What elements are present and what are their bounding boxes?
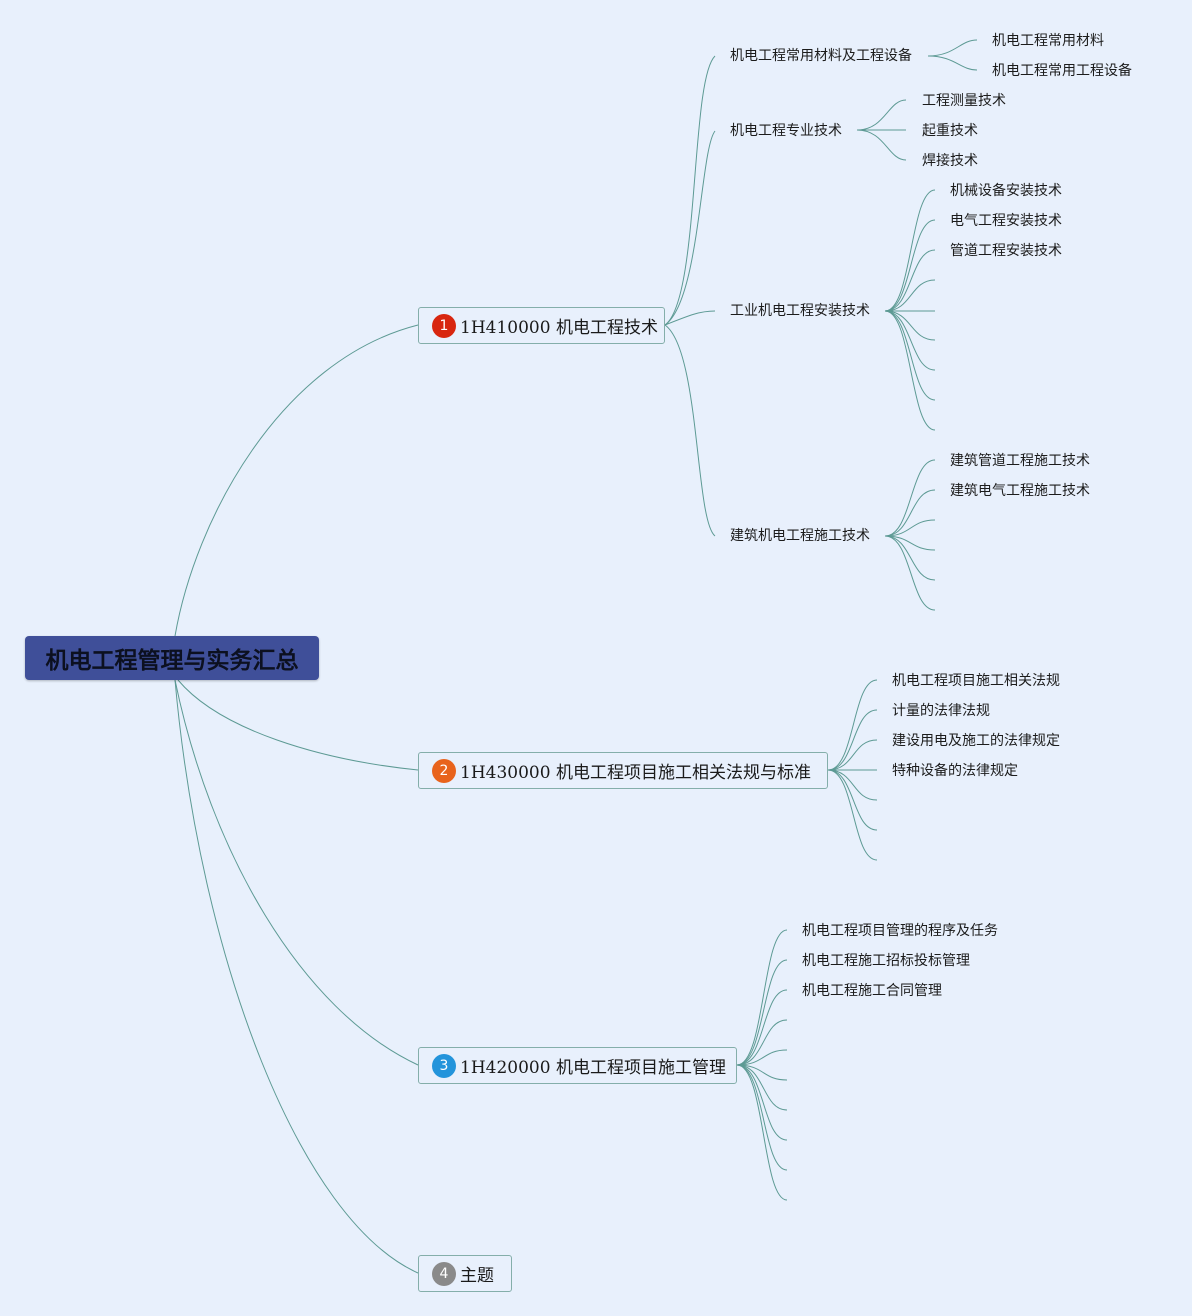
subtopic-item[interactable]: 机电工程项目施工相关法规 [892,673,1060,689]
subtopic-professional-tech[interactable]: 机电工程专业技术 [730,123,842,139]
subtopic-item[interactable]: 建筑电气工程施工技术 [950,483,1090,499]
link-t1-a [664,55,716,326]
subtopic-item[interactable]: 机电工程项目管理的程序及任务 [802,923,998,939]
link-t1-d [664,324,716,537]
main-topic-label: 1H430000 机电工程项目施工相关法规与标准 [460,763,811,783]
subtopic-building-construction[interactable]: 建筑机电工程施工技术 [730,528,870,544]
link-t1-b [664,130,716,326]
main-topic-1[interactable]: 1 1H410000 机电工程技术 [418,307,665,344]
subtopic-item[interactable]: 电气工程安装技术 [950,213,1062,229]
priority-1-badge-icon: 1 [432,313,456,338]
main-topic-label: 1H420000 机电工程项目施工管理 [460,1058,726,1078]
root-topic[interactable]: 机电工程管理与实务汇总 [25,636,319,680]
link-root-topic-2 [177,679,419,771]
link-root-topic-1 [174,324,419,637]
link-root-topic-4 [174,679,419,1274]
subtopic-item[interactable]: 机械设备安装技术 [950,183,1062,199]
priority-2-badge-icon: 2 [432,758,456,783]
main-topic-3[interactable]: 3 1H420000 机电工程项目施工管理 [418,1047,737,1084]
subtopic-item[interactable]: 计量的法律法规 [892,703,990,719]
link-t1-c [664,310,716,326]
subtopic-item[interactable]: 工程测量技术 [922,93,1006,109]
main-topic-2[interactable]: 2 1H430000 机电工程项目施工相关法规与标准 [418,752,828,789]
priority-3-badge-icon: 3 [432,1053,456,1078]
subtopic-item[interactable]: 机电工程施工合同管理 [802,983,942,999]
subtopic-item[interactable]: 管道工程安装技术 [950,243,1062,259]
subtopic-industrial-install[interactable]: 工业机电工程安装技术 [730,303,870,319]
subtopic-item[interactable]: 建设用电及施工的法律规定 [892,733,1060,749]
main-topic-label: 主题 [460,1266,494,1286]
main-topic-label: 1H410000 机电工程技术 [460,318,658,338]
link-root-topic-3 [174,679,419,1066]
main-topic-4[interactable]: 4 主题 [418,1255,512,1292]
subtopic-materials-equipment[interactable]: 机电工程常用材料及工程设备 [730,48,912,64]
root-topic-label: 机电工程管理与实务汇总 [45,648,299,674]
subtopic-item[interactable]: 机电工程施工招标投标管理 [802,953,970,969]
subtopic-item[interactable]: 焊接技术 [922,153,978,169]
priority-4-badge-icon: 4 [432,1261,456,1286]
subtopic-item[interactable]: 建筑管道工程施工技术 [950,453,1090,469]
subtopic-item[interactable]: 机电工程常用工程设备 [992,63,1132,79]
subtopic-item[interactable]: 起重技术 [922,123,978,139]
subtopic-item[interactable]: 机电工程常用材料 [992,33,1104,49]
subtopic-item[interactable]: 特种设备的法律规定 [892,763,1018,779]
